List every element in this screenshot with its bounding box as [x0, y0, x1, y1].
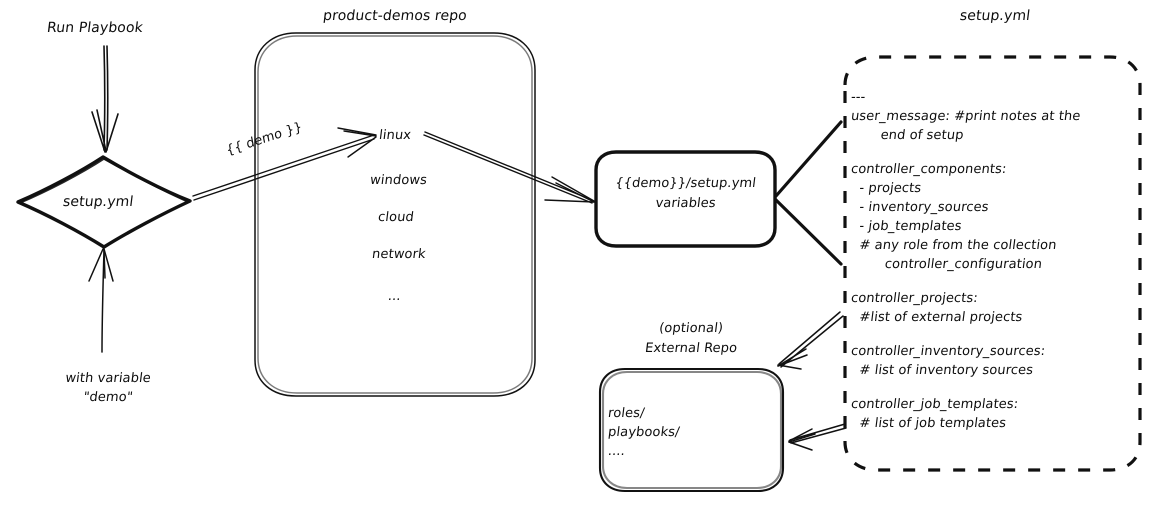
- arrow-linux-to-variables: [423, 131, 595, 204]
- product-demos-repo-title: product-demos repo: [322, 8, 468, 24]
- setup-yml-block: controller_inventory_sources: # list of …: [850, 342, 1141, 380]
- setup-yml-line: controller_job_templates:: [850, 397, 1020, 412]
- variables-box-line1: {{demo}}/setup.yml: [614, 176, 757, 191]
- setup-yml-line: # any role from the collection: [850, 238, 1058, 253]
- shape-setup-diamond: [16, 155, 192, 249]
- setup-yml-content: --- user_message: #print notes at the end…: [850, 88, 1141, 448]
- setup-yml-line: controller_inventory_sources:: [850, 344, 1047, 359]
- run-playbook-label: Run Playbook: [46, 20, 144, 36]
- arrow-demo-to-linux: [192, 127, 377, 201]
- repo-item-linux: linux: [378, 128, 412, 143]
- setup-yml-line: end of setup: [850, 128, 965, 143]
- shape-setup-yml-dashed-box: [843, 55, 1142, 472]
- shape-variables-box: [594, 150, 777, 248]
- external-repo-title-line1: (optional): [658, 321, 724, 336]
- repo-item-cloud: cloud: [377, 210, 415, 225]
- setup-yml-block: --- user_message: #print notes at the end…: [850, 88, 1141, 145]
- setup-yml-line: controller_components:: [850, 162, 1008, 177]
- setup-yml-line: - job_templates: [850, 219, 963, 234]
- external-repo-item-roles: roles/: [607, 406, 646, 421]
- shape-external-repo-box: [598, 367, 785, 493]
- with-variable-label-line2: "demo": [82, 390, 134, 405]
- external-repo-title-line2: External Repo: [644, 341, 739, 356]
- shape-product-demos-repo: [254, 32, 536, 397]
- arrow-with-variable: [88, 248, 114, 353]
- connector-setupyml-to-variables: [774, 120, 843, 266]
- setup-yml-line: - projects: [850, 181, 923, 196]
- setup-yml-line: controller_configuration: [850, 257, 1043, 272]
- setup-yml-block: controller_job_templates: # list of job …: [850, 395, 1141, 433]
- arrow-projects-to-external-repo: [777, 311, 844, 370]
- repo-item-network: network: [371, 247, 427, 262]
- setup-yml-line: #list of external projects: [850, 310, 1024, 325]
- with-variable-label-line1: with variable: [64, 371, 152, 386]
- repo-item-windows: windows: [369, 173, 428, 188]
- arrow-job-templates-to-external-repo: [788, 423, 847, 451]
- arrow-run-playbook: [91, 45, 119, 153]
- setup-yml-block: controller_projects: #list of external p…: [850, 289, 1141, 327]
- variables-box-line2: variables: [654, 196, 717, 211]
- setup-yml-line: user_message: #print notes at the: [850, 109, 1082, 124]
- setup-yml-line: controller_projects:: [850, 291, 979, 306]
- external-repo-item-playbooks: playbooks/: [607, 425, 681, 440]
- repo-item-ellipsis: ...: [387, 289, 402, 304]
- setup-yml-line: # list of inventory sources: [850, 363, 1034, 378]
- shape-setup-diamond-sketch-overlay: [19, 158, 189, 204]
- setup-yml-block: controller_components: - projects - inve…: [850, 160, 1141, 274]
- setup-yml-diamond-label: setup.yml: [62, 194, 135, 210]
- setup-yml-box-title: setup.yml: [958, 8, 1032, 24]
- setup-yml-line: # list of job templates: [850, 416, 1008, 431]
- setup-yml-line: ---: [850, 90, 867, 105]
- external-repo-item-ellipsis: ....: [607, 444, 626, 459]
- setup-yml-line: - inventory_sources: [850, 200, 990, 215]
